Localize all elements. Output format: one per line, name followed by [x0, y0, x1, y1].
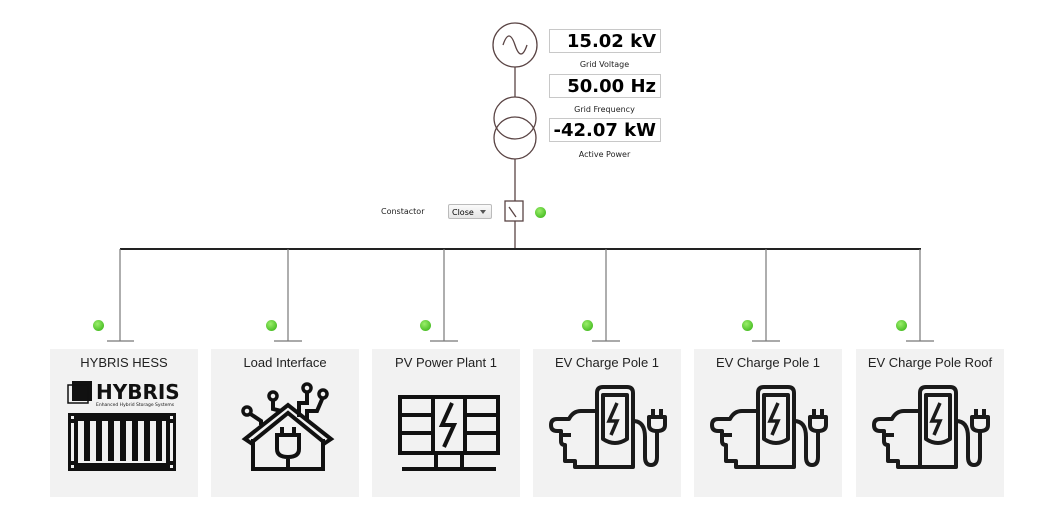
status-led-ev-roof	[896, 320, 907, 331]
ev-charger-icon	[710, 385, 828, 469]
contactor-switch-icon[interactable]	[504, 200, 524, 222]
ev-charger-icon	[872, 385, 990, 469]
chevron-down-icon	[480, 210, 486, 214]
hybris-logo-text: HYBRIS	[96, 380, 180, 404]
contactor-label: Constactor	[381, 207, 425, 216]
device-card-ev-charge-pole-1[interactable]: EV Charge Pole 1	[533, 349, 681, 497]
device-title: EV Charge Pole 1	[715, 355, 821, 370]
contactor-select[interactable]: Close	[448, 204, 492, 219]
active-power-value: -42.07 kW	[549, 118, 661, 142]
contactor-selected-value: Close	[452, 208, 474, 217]
transformer-secondary-icon	[493, 116, 537, 160]
sine-wave	[502, 35, 528, 55]
device-title: EV Charge Pole 1	[554, 355, 660, 370]
hybris-logo-tagline: Enhanced Hybrid Storage Systems	[96, 402, 175, 408]
contactor-status-led	[535, 207, 546, 218]
status-led-ev1	[582, 320, 593, 331]
active-power-label: Active Power	[578, 150, 631, 159]
status-led-load	[266, 320, 277, 331]
device-card-load-interface[interactable]: Load Interface	[211, 349, 359, 497]
feeder-lines	[107, 249, 934, 342]
device-card-pv-power-plant[interactable]: PV Power Plant 1	[372, 349, 520, 497]
device-title: EV Charge Pole Roof	[867, 355, 993, 370]
ev-charger-icon	[549, 385, 667, 469]
grid-voltage-label: Grid Voltage	[579, 60, 630, 69]
device-card-hybris-hess[interactable]: HYBRIS HESS HYBRIS Enhanced Hybrid Stora…	[50, 349, 198, 497]
device-title: PV Power Plant 1	[395, 355, 497, 370]
device-title: HYBRIS HESS	[80, 355, 168, 370]
status-led-pv	[420, 320, 431, 331]
device-card-ev-charge-pole-roof[interactable]: EV Charge Pole Roof	[856, 349, 1004, 497]
device-card-ev-charge-pole-1b[interactable]: EV Charge Pole 1	[694, 349, 842, 497]
smart-house-icon	[241, 382, 335, 471]
status-led-hess	[93, 320, 104, 331]
grid-voltage-value: 15.02 kV	[549, 29, 661, 53]
device-title: Load Interface	[243, 355, 327, 370]
solar-panel-icon	[398, 395, 500, 471]
transformer-primary-icon	[493, 96, 537, 140]
status-led-ev2	[742, 320, 753, 331]
grid-frequency-label: Grid Frequency	[574, 105, 635, 114]
battery-container-icon: HYBRIS Enhanced Hybrid Storage Systems	[67, 380, 180, 471]
grid-frequency-value: 50.00 Hz	[549, 74, 661, 98]
